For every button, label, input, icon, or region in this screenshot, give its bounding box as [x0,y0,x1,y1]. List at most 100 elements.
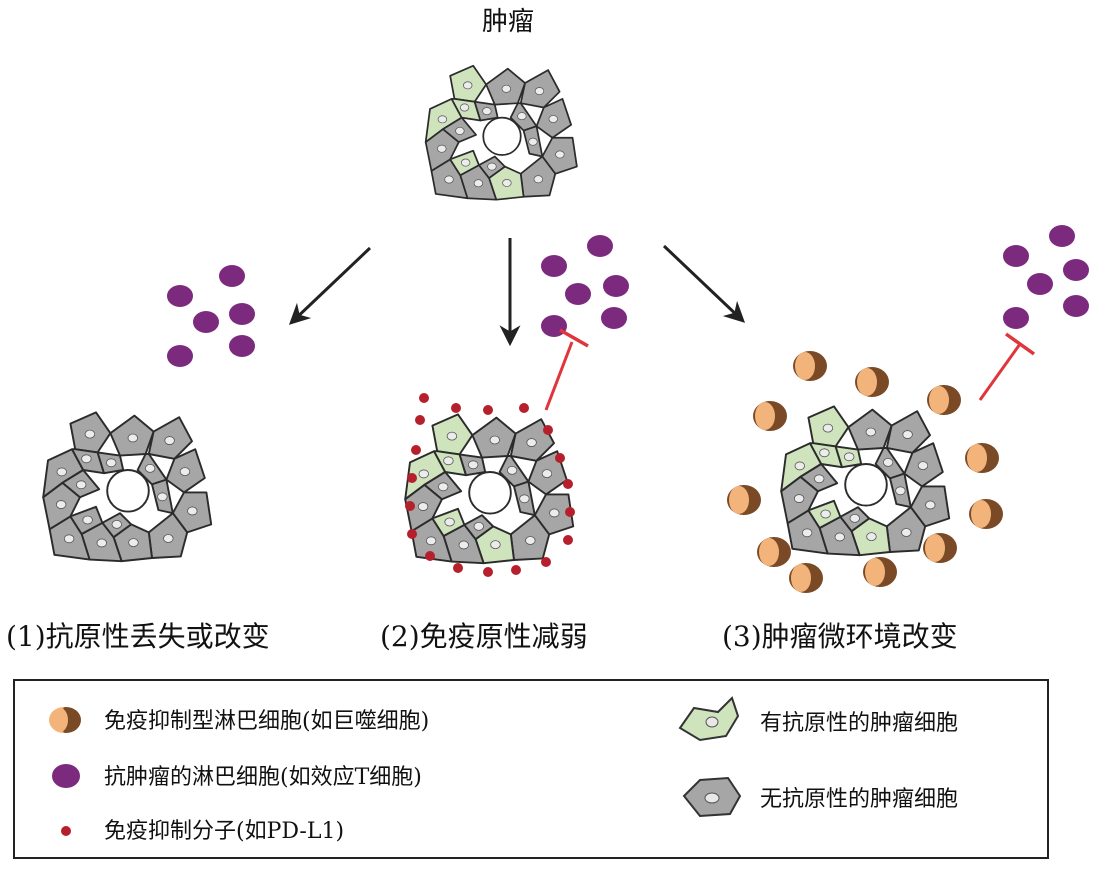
cell-nucleus [487,162,497,171]
cell-nucleus [866,532,877,542]
pd-l1-molecule [563,535,573,545]
cell-nucleus [794,461,805,471]
cell-nucleus [882,457,894,467]
cell-nucleus [444,517,455,527]
cell-nucleus [555,150,565,159]
cell-nucleus [56,467,67,477]
cell-nucleus [533,175,543,184]
t-cell [1003,307,1029,329]
pd-l1-molecule [453,563,463,573]
cell-nucleus [75,480,87,490]
arrow-to-panel-3 [662,244,746,323]
cell-nucleus [501,84,511,93]
cell-nucleus [127,433,139,443]
pd-l1-molecule [563,479,573,489]
tumor-cluster-reduced-immunogenicity [404,413,575,565]
legend-text-pd-l1: 免疫抑制分子(如PD-L1) [104,819,344,844]
cell-nucleus [425,536,437,546]
cell-nucleus [548,115,558,124]
t-cell [229,335,255,357]
t-cell [193,311,219,333]
cell-nucleus [84,429,96,439]
pd-l1-molecule [451,403,461,413]
cell-nucleus [82,515,93,525]
pd-l1-molecule [415,415,425,425]
cell-nucleus [163,534,174,543]
cell-nucleus [801,528,813,538]
cell-nucleus [819,448,830,458]
t-cell [1003,245,1029,267]
t-cell [587,235,613,257]
cell-nucleus [444,175,454,184]
pd-l1-molecule [555,453,565,463]
caption-panel-1: (1)抗原性丢失或改变 [6,620,270,653]
legend-item-macrophage: 免疫抑制型淋巴细胞(如巨噬细胞) [49,707,429,734]
tumor-label: 肿瘤 [482,7,534,37]
cell-nucleus [463,81,473,90]
cell-nucleus [517,112,527,121]
pd-l1-molecule [565,507,575,517]
cell-nucleus [534,87,545,96]
cell-nucleus [417,502,429,511]
tumor-cluster-microenvironment [780,405,951,557]
cell-nucleus [144,463,156,473]
cell-nucleus [549,508,560,518]
cell-nucleus [473,522,484,531]
cell-nucleus [793,494,805,503]
caption-panel-2: (2)免疫原性减弱 [380,620,588,653]
macrophage [927,385,961,415]
pd-l1-molecule [407,529,417,539]
legend-box [13,679,1049,859]
cell-nucleus [63,534,75,544]
macrophage-group [727,351,1003,593]
cell-nucleus [820,509,831,519]
cell-nucleus [458,540,469,550]
cell-nucleus [834,532,845,542]
t-cell-icon [52,764,80,788]
cell-nucleus [849,514,860,523]
cell-nucleus [925,500,936,510]
tumor-lumen [844,463,888,507]
t-cell [541,255,567,277]
t-cell [565,283,591,305]
cell-nucleus [490,540,501,550]
pd-l1-molecule [483,405,493,415]
cell-nucleus [437,482,449,492]
legend-text-t-cell: 抗肿瘤的淋巴细胞(如效应T细胞) [104,765,422,790]
inhibition-symbol-panel-2 [544,328,589,411]
legend-text-antigenic-cell: 有抗原性的肿瘤细胞 [760,711,958,736]
macrophage [923,533,957,563]
t-cell [1063,295,1089,317]
pd-l1-molecule [511,565,521,575]
inhibition-symbol-panel-3 [978,332,1036,401]
cell-nucleus [81,454,92,464]
cell-nucleus [105,458,117,468]
t-cell [1049,225,1075,247]
cell-nucleus [525,536,536,545]
cell-nucleus [506,465,518,475]
cell-nucleus [822,423,834,433]
t-cell [219,265,245,287]
t-cell [601,307,627,329]
cell-nucleus [164,436,175,445]
pd-l1-molecules [405,393,575,577]
cell-nucleus [489,435,501,445]
macrophage [969,499,1003,529]
pd-l1-molecule [519,403,529,413]
cell-nucleus [460,158,471,167]
t-cell [229,303,255,325]
cell-nucleus [128,538,139,548]
pd-l1-molecule [483,567,493,577]
macrophage [965,443,999,473]
t-cell [1063,259,1089,281]
tumor-cluster-original [424,64,578,201]
pd-l1-molecule [407,473,417,483]
cell-nucleus [179,467,191,476]
tumor-lumen [468,471,512,515]
cell-nucleus [528,137,538,146]
cell-nucleus [541,469,553,478]
cell-nucleus [843,452,855,462]
macrophage-icon [49,707,81,733]
cell-nucleus [519,494,530,504]
caption-panel-3: (3)肿瘤微环境改变 [722,620,958,653]
